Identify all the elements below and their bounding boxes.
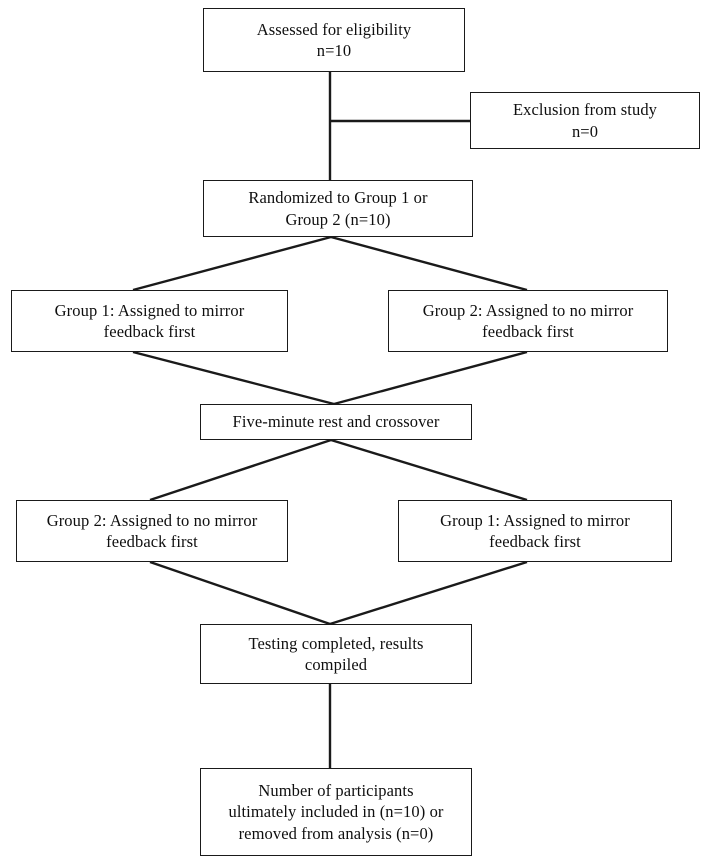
flow-node-randomized: Randomized to Group 1 or Group 2 (n=10) bbox=[203, 180, 473, 237]
connector-randomized-to-group1 bbox=[132, 235, 332, 292]
flow-node-label-testing-completed: Testing completed, results compiled bbox=[248, 633, 424, 674]
flow-node-rest-crossover: Five-minute rest and crossover bbox=[200, 404, 472, 440]
flow-node-label-group1-mirror: Group 1: Assigned to mirror feedback fir… bbox=[54, 300, 245, 341]
connector-rest-to-group2b bbox=[149, 438, 332, 502]
flow-node-assessed: Assessed for eligibility n=10 bbox=[203, 8, 465, 72]
flow-node-label-group2-nomirror: Group 2: Assigned to no mirror feedback … bbox=[422, 300, 634, 341]
flow-node-group2-nomirror-2: Group 2: Assigned to no mirror feedback … bbox=[16, 500, 288, 562]
flow-node-final-analysis: Number of participants ultimately includ… bbox=[200, 768, 472, 856]
connector-rest-to-group1b bbox=[330, 438, 528, 502]
flow-node-group1-mirror: Group 1: Assigned to mirror feedback fir… bbox=[11, 290, 288, 352]
flow-node-label-assessed: Assessed for eligibility n=10 bbox=[256, 19, 412, 60]
flow-node-testing-completed: Testing completed, results compiled bbox=[200, 624, 472, 684]
flow-node-label-randomized: Randomized to Group 1 or Group 2 (n=10) bbox=[248, 188, 428, 229]
flow-node-label-group2-nomirror-2: Group 2: Assigned to no mirror feedback … bbox=[46, 510, 258, 551]
flow-node-label-exclusion: Exclusion from study n=0 bbox=[512, 100, 658, 141]
connector-randomized-to-group2 bbox=[330, 235, 528, 292]
connector-group2b-to-testing bbox=[149, 560, 331, 626]
flow-node-group1-mirror-2: Group 1: Assigned to mirror feedback fir… bbox=[398, 500, 672, 562]
flow-node-label-group1-mirror-2: Group 1: Assigned to mirror feedback fir… bbox=[440, 510, 630, 551]
flow-node-group2-nomirror: Group 2: Assigned to no mirror feedback … bbox=[388, 290, 668, 352]
connector-group2-to-rest bbox=[333, 350, 528, 406]
flow-node-label-final-analysis: Number of participants ultimately includ… bbox=[228, 781, 444, 843]
flow-node-label-rest-crossover: Five-minute rest and crossover bbox=[232, 412, 440, 432]
connector-group1-to-rest bbox=[132, 350, 335, 406]
flow-node-exclusion: Exclusion from study n=0 bbox=[470, 92, 700, 149]
connector-group1b-to-testing bbox=[329, 560, 528, 626]
